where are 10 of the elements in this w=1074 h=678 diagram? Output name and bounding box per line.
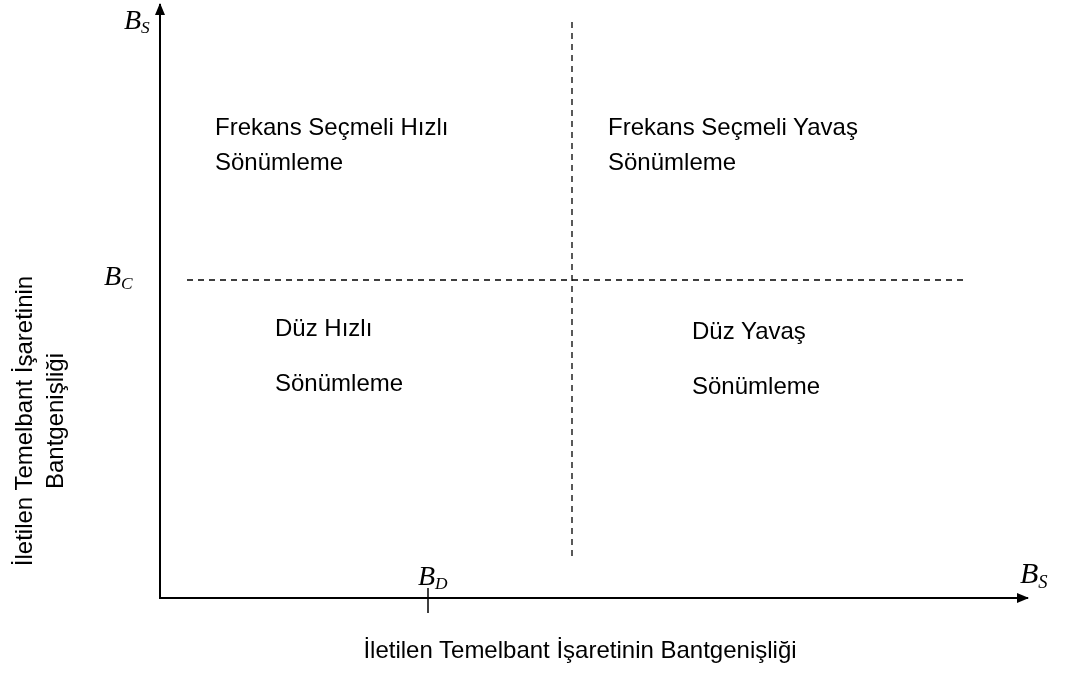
axis-title: İletilen Temelbant İşaretinin Bantgenişliği xyxy=(362,636,798,664)
axis-symbol: B$_{S}$ xyxy=(124,4,150,39)
region-label: Frekans Seçmeli Hızlı Sönümleme xyxy=(215,112,450,177)
tick-symbol: B$_{D}$ xyxy=(418,560,448,595)
region-label: Frekans Seçmeli Yavaş Sönümleme xyxy=(608,112,858,177)
axis-title: İletilen Temelbant İşaretinin Bantgenişliği xyxy=(9,274,70,569)
region-label: Düz Yavaş Sönümleme xyxy=(692,316,822,402)
axis-symbol: B$_{S}$ xyxy=(1020,556,1048,592)
region-label: Düz Hızlı Sönümleme xyxy=(275,313,405,399)
axis-symbol: B$_{C}$ xyxy=(104,260,133,295)
